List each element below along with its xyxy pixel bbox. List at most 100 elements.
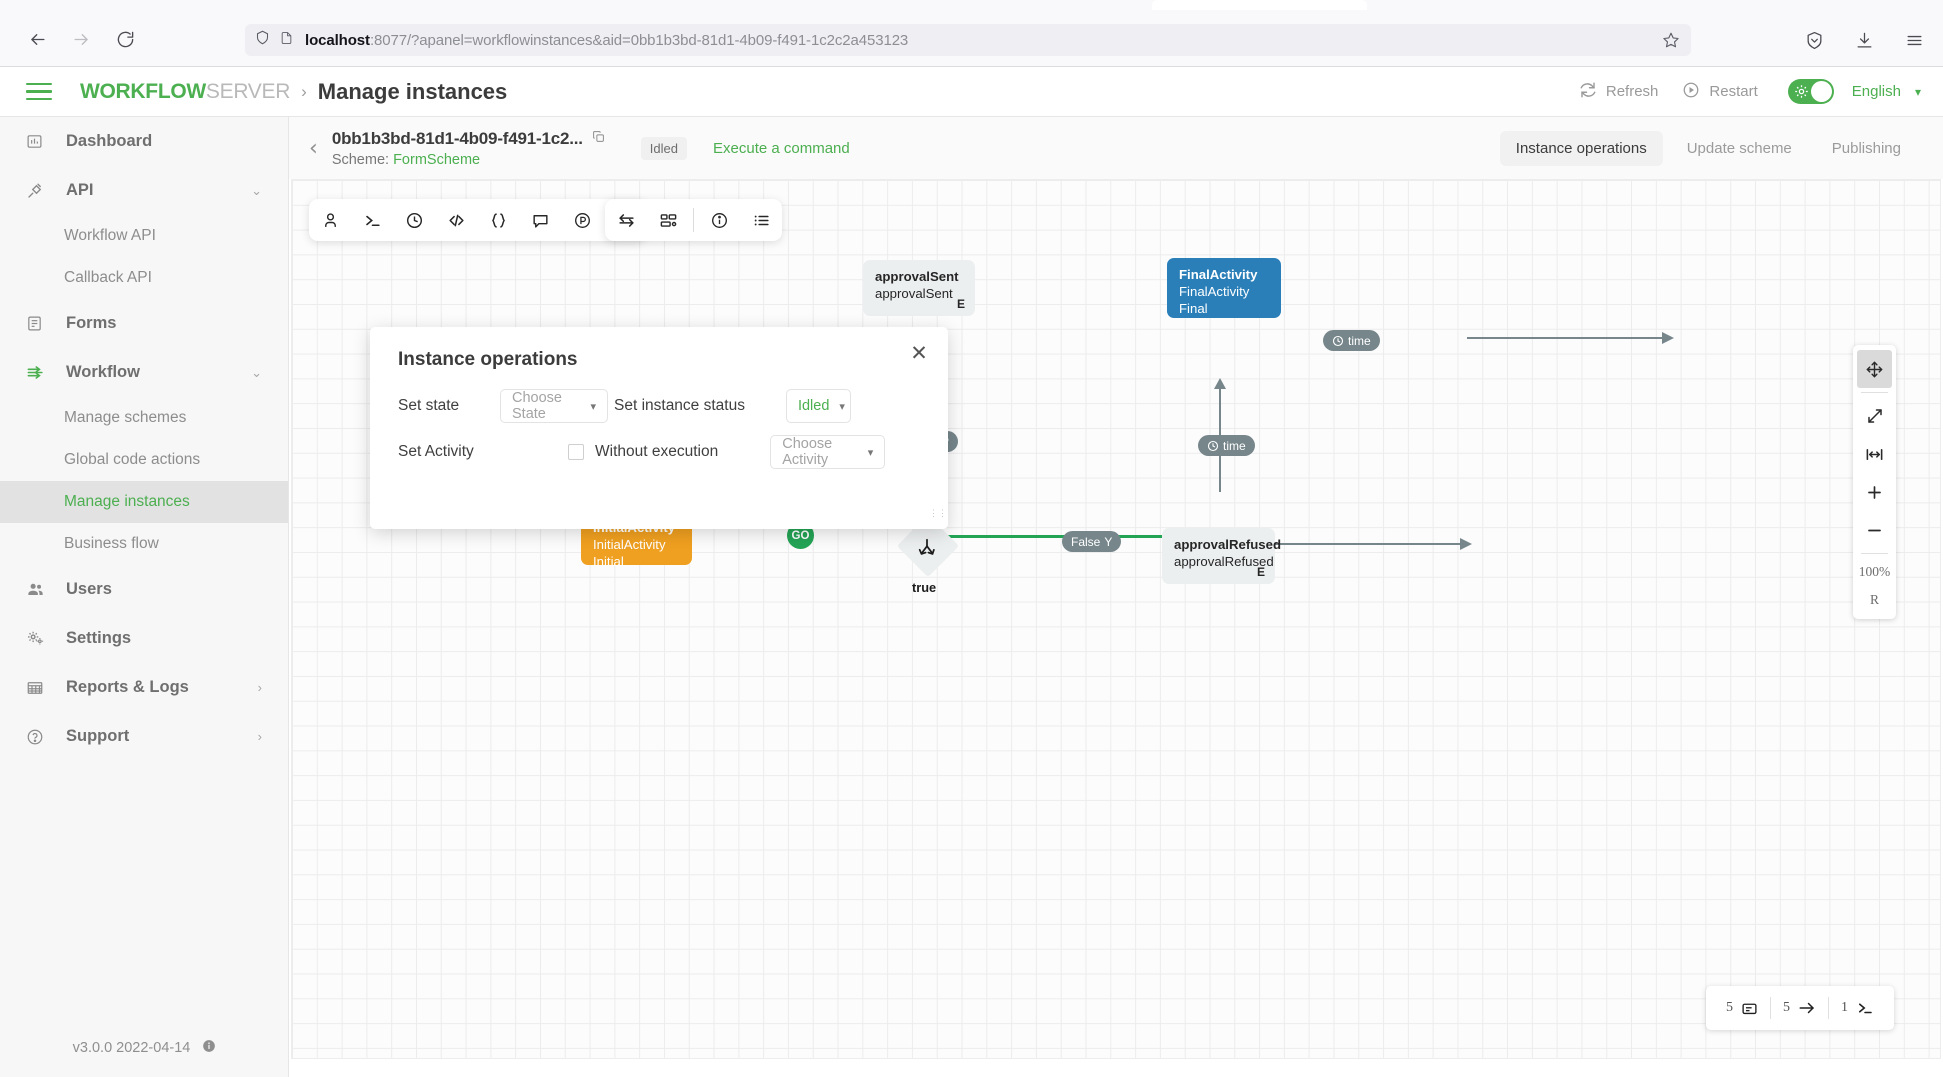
browser-active-tab[interactable] <box>1152 0 1367 10</box>
sidebar-toggle-icon[interactable] <box>26 79 52 105</box>
chevron-left-icon[interactable]: ‹ <box>309 135 318 161</box>
tab-publishing[interactable]: Publishing <box>1831 139 1901 157</box>
reload-icon[interactable] <box>106 20 144 58</box>
info-icon[interactable] <box>698 199 740 241</box>
set-state-select[interactable]: Choose State ▾ <box>500 389 608 423</box>
transition-label: False <box>1071 534 1101 549</box>
chevron-icon[interactable]: ⌄ <box>251 364 262 380</box>
restart-button[interactable]: Restart <box>1674 75 1765 109</box>
person-icon[interactable] <box>309 199 351 241</box>
sidebar-item-api[interactable]: API ⌄ <box>0 166 288 215</box>
set-status-select[interactable]: Idled ▾ <box>785 389 851 423</box>
toolbar-secondary <box>605 199 782 241</box>
sidebar-subitem-manage-instances[interactable]: Manage instances <box>0 481 288 523</box>
chevron-down-icon: ▾ <box>839 399 845 413</box>
zoom-in-icon[interactable] <box>1853 473 1896 511</box>
arrow-head-icon <box>1662 332 1674 344</box>
chevron-icon[interactable]: › <box>257 680 262 695</box>
close-icon[interactable]: ✕ <box>910 341 928 365</box>
braces-icon[interactable] <box>477 199 519 241</box>
counter-divider-1 <box>1770 997 1771 1019</box>
counter-transitions[interactable]: 5 <box>1771 999 1828 1017</box>
zoom-reset-button[interactable]: R <box>1869 592 1879 607</box>
sidebar-footer: v3.0.0 2022-04-14 <box>0 1019 289 1077</box>
node-flag: E <box>956 297 965 311</box>
zoom-out-icon[interactable] <box>1853 511 1896 549</box>
url-bar[interactable]: localhost:8077/?apanel=workflowinstances… <box>245 24 1675 56</box>
transition-label: time <box>1223 438 1246 453</box>
restart-icon <box>1682 81 1700 103</box>
scheme-prefix: Scheme: <box>331 151 394 168</box>
sidebar-item-workflow[interactable]: Workflow⌄ <box>0 348 288 397</box>
decision-fork-icon <box>918 538 935 555</box>
language-label[interactable]: English <box>1851 83 1901 100</box>
execute-command-link[interactable]: Execute a command <box>713 139 850 157</box>
sidebar-subitem-callback-api[interactable]: Callback API <box>64 269 152 286</box>
blocks-icon[interactable] <box>647 199 689 241</box>
node-approvalrefused[interactable]: approvalRefused approvalRefused E <box>1162 528 1281 584</box>
resize-grip-icon[interactable]: ⋮⋮ <box>929 508 947 518</box>
sidebar-item-reports-logs[interactable]: Reports & Logs› <box>0 663 288 712</box>
sidebar-item-dashboard[interactable]: Dashboard <box>0 117 288 166</box>
list-icon[interactable] <box>740 199 782 241</box>
parameter-icon[interactable] <box>561 199 603 241</box>
url-host: localhost <box>305 31 370 49</box>
sidebar-item-settings[interactable]: Settings <box>0 614 288 663</box>
scheme-name[interactable]: FormScheme <box>393 151 481 168</box>
clock-icon[interactable] <box>393 199 435 241</box>
sidebar-subitem-manage-schemes[interactable]: Manage schemes <box>64 409 187 426</box>
zoom-level[interactable]: 100% <box>1858 564 1891 579</box>
copy-icon[interactable] <box>592 130 605 148</box>
tab-instance-operations[interactable]: Instance operations <box>1499 130 1663 166</box>
transition-false[interactable]: False Υ <box>1062 531 1122 552</box>
chevron-icon[interactable]: › <box>257 729 262 744</box>
tab-update-scheme[interactable]: Update scheme <box>1686 139 1792 157</box>
terminal-icon[interactable] <box>351 199 393 241</box>
counter-activities[interactable]: 5 <box>1714 1000 1770 1017</box>
node-subtitle: FinalActivity <box>1179 283 1250 299</box>
swap-icon[interactable] <box>605 199 647 241</box>
shield-icon[interactable] <box>255 29 270 51</box>
without-execution-checkbox[interactable] <box>568 444 584 460</box>
restart-label: Restart <box>1709 83 1758 100</box>
sidebar-item-forms[interactable]: Forms <box>0 299 288 348</box>
transition-time-1[interactable]: time <box>1323 330 1380 351</box>
sidebar-item-support[interactable]: Support› <box>0 712 288 761</box>
sidebar-subitem-global-code-actions[interactable]: Global code actions <box>64 451 201 468</box>
sidebar-item-label: API <box>66 181 94 199</box>
star-icon[interactable] <box>1651 24 1691 56</box>
expand-icon[interactable] <box>1853 397 1896 435</box>
comment-icon[interactable] <box>519 199 561 241</box>
transition-time-2[interactable]: time <box>1198 435 1255 456</box>
brand-logo[interactable]: WORKFLOWSERVER <box>80 80 290 104</box>
chevron-down-icon[interactable]: ▾ <box>1914 84 1921 99</box>
sidebar-item-users[interactable]: Users <box>0 565 288 614</box>
page-icon[interactable] <box>280 30 293 51</box>
node-finalactivity[interactable]: FinalActivity FinalActivity Final <box>1167 258 1281 318</box>
refresh-button[interactable]: Refresh <box>1571 75 1667 109</box>
move-pan-icon[interactable] <box>1857 350 1892 388</box>
dashboard-icon <box>26 132 52 152</box>
node-approvalsent[interactable]: approvalSent approvalSent E <box>863 260 975 316</box>
language-toggle[interactable] <box>1787 79 1834 104</box>
shield-check-icon[interactable] <box>1797 24 1831 56</box>
zoom-divider-2 <box>1861 553 1888 554</box>
chevron-icon[interactable]: ⌄ <box>251 182 262 198</box>
instance-operations-dialog[interactable]: Instance operations ✕ Set state Choose S… <box>370 327 948 529</box>
download-icon[interactable] <box>1847 24 1881 56</box>
header-actions: Refresh Restart English ▾ <box>1571 75 1943 109</box>
hamburger-menu-icon[interactable] <box>1897 24 1931 56</box>
workflow-canvas[interactable]: approvalSent approvalSent E FinalActivit… <box>291 179 1941 1059</box>
info-icon[interactable] <box>202 1039 216 1057</box>
choose-activity-select[interactable]: Choose Activity ▾ <box>770 435 886 469</box>
fit-width-icon[interactable] <box>1853 435 1896 473</box>
back-arrow-icon[interactable] <box>18 20 56 58</box>
sidebar-subitem-business-flow[interactable]: Business flow <box>64 535 159 552</box>
forward-arrow-icon[interactable] <box>62 20 100 58</box>
counter-commands[interactable]: 1 <box>1829 999 1886 1017</box>
workflow-icon <box>26 363 52 383</box>
sidebar-subitem-workflow-api[interactable]: Workflow API <box>64 227 156 244</box>
counter-value: 1 <box>1841 1000 1848 1015</box>
code-icon[interactable] <box>435 199 477 241</box>
brand-workflow: WORKFLOW <box>80 79 206 103</box>
